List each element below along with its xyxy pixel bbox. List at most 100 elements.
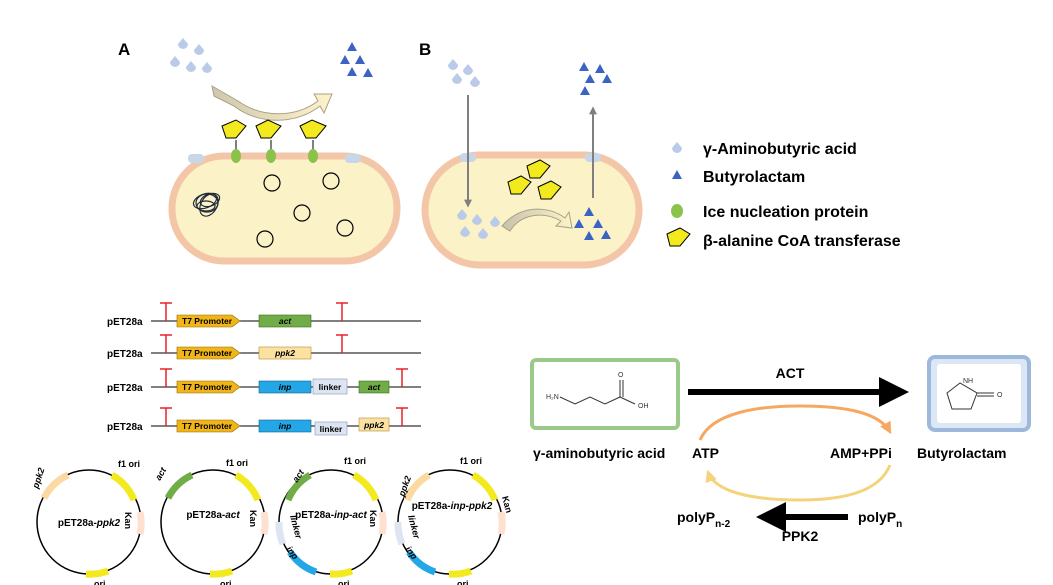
promoter-label: T7 Promoter (182, 421, 233, 431)
legend-transferase-label: β-alanine CoA transferase (703, 233, 901, 250)
legend-butyrolactam-icon (672, 170, 682, 179)
act-segment (164, 471, 194, 500)
kan-segment (260, 511, 269, 535)
plasmid-name: pET28a-ppk2 (58, 518, 121, 529)
butyrolactam-cluster-outside (340, 42, 373, 77)
linker-segment (275, 521, 287, 546)
panel-a: A (118, 38, 401, 265)
nucleoid (192, 192, 221, 217)
construct-row-act: pET28a T7 Promoter act (107, 302, 421, 328)
terminator-icon (336, 302, 348, 321)
linker-box (314, 421, 348, 436)
f1-ori-label: f1 ori (460, 456, 482, 466)
legend-gaba-icon (672, 142, 682, 153)
cycle-arc-top (698, 404, 892, 441)
plasmid-map-act: pET28a-act act f1 ori Kan ori (153, 458, 269, 585)
ori-segment (209, 567, 234, 578)
kan-segment (497, 511, 506, 535)
butyrolactam-cluster-inside (574, 207, 611, 240)
conversion-arrow-inside (501, 208, 573, 232)
gaba-nh2-label: H₂N (546, 394, 559, 401)
act-gene-label: act (368, 382, 381, 392)
act-enzyme-label: ACT (776, 365, 805, 381)
plasmid-map-inp-act: pET28a-inp-act act f1 ori Kan linker inp… (275, 456, 387, 585)
cycle-arc-bottom (705, 464, 892, 502)
kan-segment (136, 511, 145, 535)
plasmid-map-inp-ppk2: pET28a-inp-ppk2 ppk2 f1 ori Kan linker i… (394, 456, 514, 585)
plasmid-map-ppk2: pET28a-ppk2 ppk2 f1 ori Kan ori (30, 459, 145, 585)
act-feature-label: act (153, 465, 169, 482)
atp-label: ATP (692, 445, 719, 461)
promoter-label: T7 Promoter (182, 348, 233, 358)
surface-display-3 (299, 119, 327, 163)
act-gene-label: act (279, 316, 292, 326)
act-segment (284, 471, 312, 502)
legend-gaba-label: γ-Aminobutyric acid (703, 141, 857, 158)
ppk2-feature-label: ppk2 (30, 467, 46, 491)
cytoplasmic-transferase (507, 159, 562, 200)
ori-segment (448, 567, 473, 578)
substrate-label: γ-aminobutyric acid (533, 445, 665, 461)
linker-label: linker (320, 424, 343, 434)
inp-gene-label: inp (279, 421, 292, 431)
kan-label: Kan (368, 510, 378, 527)
ppk2-gene-label: ppk2 (274, 348, 295, 358)
ori-segment (85, 567, 110, 578)
terminator-icon (160, 407, 172, 426)
kan-label: Kan (123, 512, 133, 529)
surface-display-1 (221, 119, 247, 163)
f1-ori-segment (352, 471, 380, 502)
promoter-label: T7 Promoter (182, 382, 233, 392)
terminator-icon (160, 302, 172, 321)
amp-ppi-label: AMP+PPi (830, 445, 892, 461)
membrane-channel-left (188, 154, 204, 163)
gaba-structure-box (530, 358, 680, 430)
lactam-structure (946, 382, 994, 410)
construct-backbone-label: pET28a (107, 422, 143, 433)
butyrolactam-cluster-outside-b (579, 62, 612, 95)
promoter-label: T7 Promoter (182, 316, 233, 326)
membrane-channel-right (345, 154, 361, 163)
legend-butyrolactam-label: Butyrolactam (703, 169, 805, 186)
f1-ori-label: f1 ori (344, 456, 366, 466)
plasmid-name: pET28a-inp-act (295, 510, 367, 521)
gaba-cluster-inside (457, 209, 500, 239)
ori-label: ori (457, 579, 469, 585)
ppk2-segment (403, 471, 431, 502)
inp-segment (406, 549, 437, 576)
legend-inp-label: Ice nucleation protein (703, 204, 868, 221)
plasmid-name: pET28a-act (186, 510, 240, 521)
ori-label: ori (338, 579, 350, 585)
f1-ori-label: f1 ori (226, 458, 248, 468)
terminator-icon (336, 334, 348, 353)
f1-ori-segment (471, 471, 499, 502)
terminator-icon (396, 407, 408, 426)
f1-ori-segment (234, 471, 262, 502)
ppk2-segment (40, 471, 70, 500)
inp-segment (287, 549, 318, 576)
f1-ori-segment (110, 471, 138, 502)
linker-segment (394, 521, 406, 546)
construct-backbone-label: pET28a (107, 349, 143, 360)
ppk2-gene-label: ppk2 (363, 420, 384, 430)
f1-ori-label: f1 ori (118, 459, 140, 469)
inp-gene-box (258, 419, 312, 433)
legend-inp-icon (671, 204, 683, 218)
ppk2-gene-box (358, 417, 390, 432)
gaba-cluster-outside (170, 38, 212, 73)
polyp-right-label: polyPn (858, 509, 902, 530)
panel-a-label: A (118, 40, 130, 59)
plasmids-in-cell (256, 172, 354, 248)
kan-label: Kan (248, 510, 258, 527)
surface-display-2 (255, 119, 282, 163)
inp-gene-box (258, 380, 312, 394)
lactam-nh-label: NH (963, 378, 973, 385)
ori-label: ori (220, 579, 232, 585)
reaction-pathway: H₂N OH O NH O ACT γ-aminobutyric acid AT… (530, 355, 1031, 544)
ppk2-enzyme-label: PPK2 (782, 528, 819, 544)
linker-box (312, 378, 348, 395)
gaba-o-label: O (618, 372, 624, 379)
plasmid-name: pET28a-inp-ppk2 (412, 501, 493, 512)
act-gene-box (258, 314, 312, 328)
